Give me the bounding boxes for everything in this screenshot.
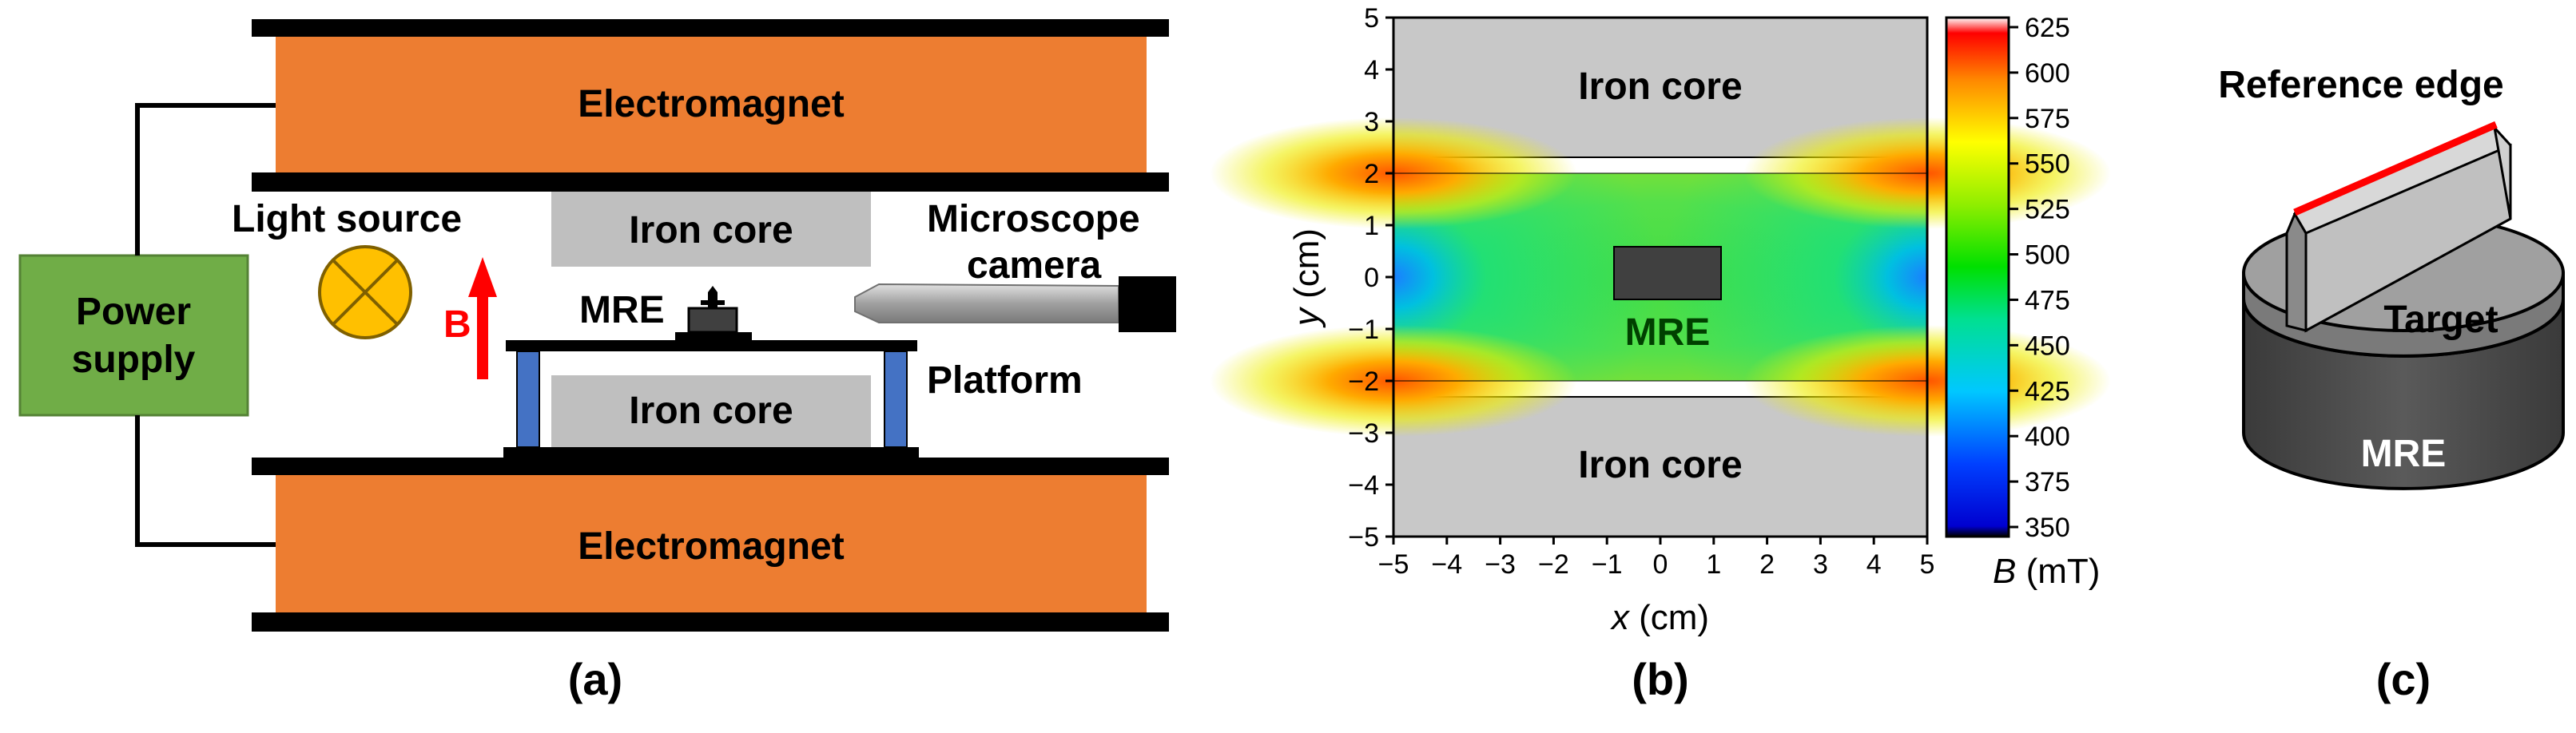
panel-a: Electromagnet Electromagnet Iron core Ir… [18,19,1176,704]
target-wedge [2285,121,2512,333]
target-label: Target [2383,299,2498,341]
power-supply-label-1: Power [76,291,191,333]
wire-top [135,103,276,256]
colorbar-tick-label: 625 [2025,13,2070,43]
iron-core-bottom [551,375,871,447]
colorbar-tick-label: 575 [2025,104,2070,134]
top-plate-upper [252,19,1169,37]
reference-edge-label: Reference edge [2218,64,2504,106]
microscope-camera-icon [854,276,1176,332]
panel-c: Reference edge Target MRE (c) [2218,64,2565,704]
iron-core-top-label: Iron core [629,209,793,252]
y-tick-label: −1 [1348,315,1379,345]
platform-leg-right [884,351,908,448]
platform-label: Platform [927,359,1083,402]
mre-sample-target-bar [701,300,725,305]
colorbar-title: B (mT) [1993,552,2100,591]
field-label: B [443,303,471,346]
electromagnet-top [276,37,1147,172]
microscope-label-1: Microscope [927,198,1140,240]
x-tick-label: −1 [1592,549,1623,580]
y-tick-label: 1 [1364,211,1379,241]
platform-base [503,447,919,458]
x-tick-label: −5 [1378,549,1409,580]
panel-c-label: (c) [2376,654,2431,704]
colorbar-tick-label: 500 [2025,240,2070,271]
colorbar-tick-label: 475 [2025,285,2070,315]
y-axis-ticks: 5 4 3 2 1 0 −1 −2 −3 −4 −5 [1348,3,1393,553]
iron-core-bottom-label: Iron core [629,390,793,432]
colorbar-tick-label: 375 [2025,467,2070,497]
electromagnet-bottom [276,475,1147,612]
y-tick-label: −2 [1348,366,1379,397]
panel-a-label: (a) [568,654,622,704]
field-arrow-icon [468,257,497,379]
colorbar-tick-label: 525 [2025,195,2070,225]
iron-core-top-region-label: Iron core [1578,65,1742,108]
x-tick-label: 1 [1706,549,1721,580]
microscope-label-2: camera [967,244,1101,287]
light-source-label: Light source [232,198,462,240]
mre-cylinder-label: MRE [2361,433,2447,475]
y-tick-label: 3 [1364,107,1379,137]
x-tick-label: 5 [1920,549,1935,580]
colorbar-tick-label: 450 [2025,331,2070,361]
x-tick-label: 2 [1759,549,1775,580]
x-tick-label: 4 [1866,549,1882,580]
panel-b-label: (b) [1632,654,1689,704]
mre-block [1613,246,1722,300]
colorbar [1945,16,2010,538]
y-tick-label: −4 [1348,470,1379,501]
colorbar-tick-label: 400 [2025,422,2070,452]
x-tick-label: −2 [1538,549,1569,580]
colorbar-tick-label: 600 [2025,58,2070,89]
x-tick-label: −3 [1485,549,1516,580]
mre-sample-base [675,332,752,342]
mre-block-label: MRE [1625,311,1711,354]
electromagnet-bottom-label: Electromagnet [578,525,844,568]
x-axis-title: x (cm) [1610,598,1709,637]
x-tick-label: 0 [1653,549,1668,580]
iron-core-bottom-region-label: Iron core [1578,444,1742,486]
y-tick-label: 2 [1364,159,1379,189]
power-supply-label-2: supply [72,339,196,381]
colorbar-tick-label: 425 [2025,376,2070,406]
colorbar-ticks: 625 600 575 550 525 500 475 450 425 400 375 350 [2009,13,2070,543]
electromagnet-top-label: Electromagnet [578,83,844,125]
platform-leg-left [516,351,540,448]
y-axis-title: y (cm) [1287,228,1326,328]
power-supply [18,254,249,417]
colorbar-tick-label: 350 [2025,513,2070,543]
mre-sample-body [687,307,738,334]
x-tick-label: 3 [1813,549,1828,580]
iron-core-top [551,192,871,267]
y-tick-label: −3 [1348,418,1379,449]
y-tick-label: 0 [1364,263,1379,293]
y-tick-label: 5 [1364,3,1379,34]
mre-label: MRE [579,289,665,331]
bottom-plate-upper [252,458,1169,475]
platform-top [506,340,917,351]
bottom-plate-lower [252,612,1169,632]
y-tick-label: 4 [1364,55,1379,85]
light-source-icon [318,245,412,339]
x-tick-label: −4 [1431,549,1462,580]
y-tick-label: −5 [1348,522,1379,553]
colorbar-tick-label: 550 [2025,149,2070,180]
wire-bottom [135,415,276,547]
reference-edge-line [2293,121,2498,216]
top-plate-lower [252,172,1169,192]
x-axis-ticks: −5 −4 −3 −2 −1 0 1 2 3 4 5 [1378,537,1935,580]
